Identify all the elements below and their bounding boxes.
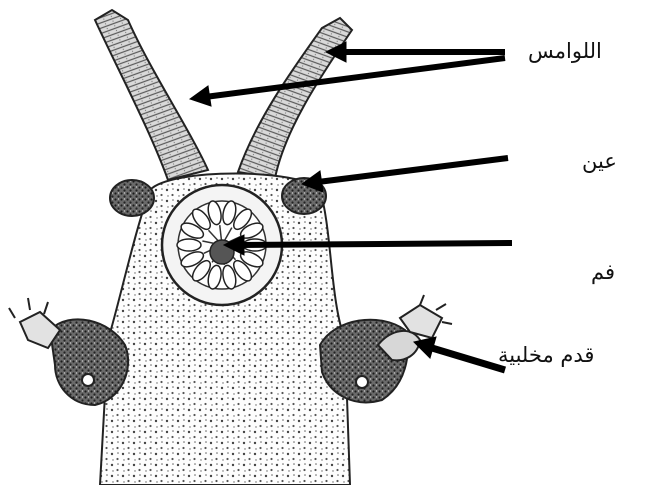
left-antenna: [95, 10, 208, 180]
right-antenna: [238, 18, 352, 178]
label-clawed-foot: قدم مخلبية: [498, 345, 594, 366]
label-antennae: اللوامس: [528, 41, 602, 62]
label-mouth: فم: [591, 262, 615, 283]
label-eye: عين: [582, 151, 617, 172]
left-clawed-foot: [9, 298, 128, 405]
left-eye: [110, 180, 154, 216]
